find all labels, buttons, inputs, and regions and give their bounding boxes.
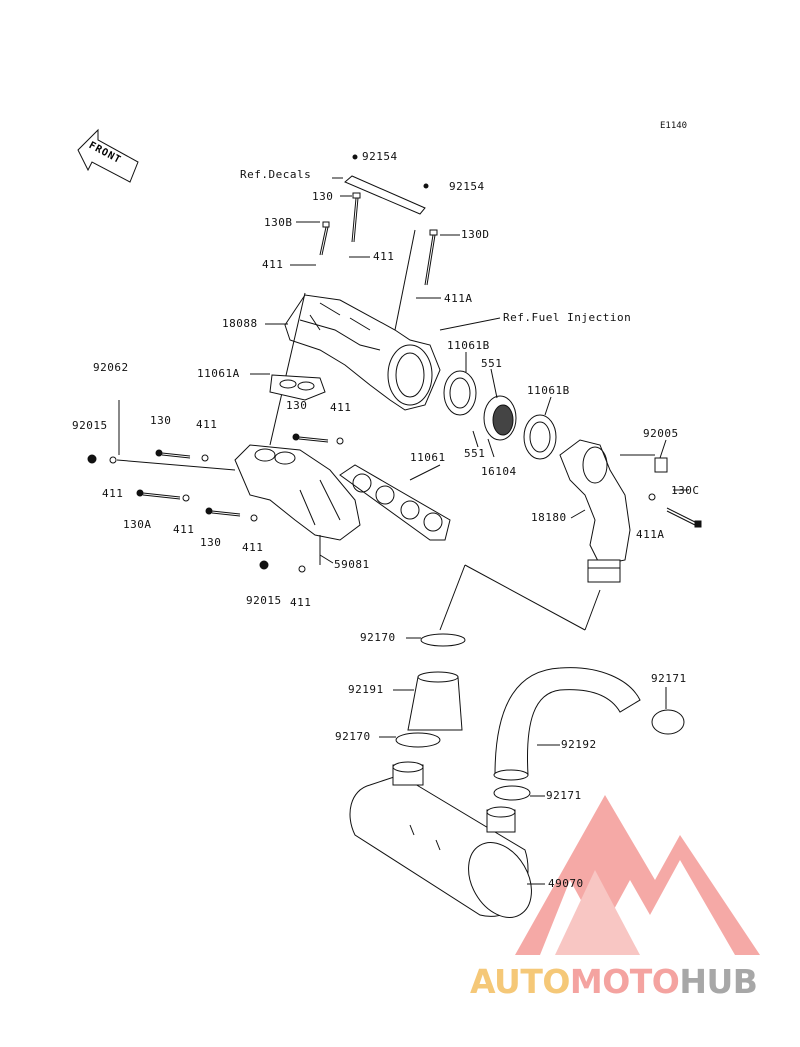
label-92171-a: 92171 <box>651 672 687 685</box>
label-92015-b: 92015 <box>246 594 282 607</box>
label-ref-fuel-injection[interactable]: Ref.Fuel Injection <box>503 311 632 324</box>
clamp-92171-right <box>651 709 685 735</box>
pipe-92192 <box>494 667 641 776</box>
label-551-bottom: 551 <box>464 447 486 460</box>
decal-strip <box>344 175 426 215</box>
gasket-11061b-left <box>443 370 477 416</box>
label-ref-decals[interactable]: Ref.Decals <box>240 168 312 181</box>
bolt-130-low <box>205 507 241 517</box>
label-411-left: 411 <box>102 487 124 500</box>
clamp-92170-top <box>420 633 466 647</box>
label-92015-a: 92015 <box>72 419 108 432</box>
label-130d: 130D <box>461 228 490 241</box>
label-411-a: 411 <box>262 258 284 271</box>
gasket-11061b-right <box>523 414 557 460</box>
label-411-z: 411 <box>290 596 312 609</box>
exhaust-manifold-59081 <box>234 444 361 541</box>
label-130-top: 130 <box>312 190 334 203</box>
filter-16104 <box>483 395 517 441</box>
watermark-logo-icon <box>515 795 760 955</box>
label-92191: 92191 <box>348 683 384 696</box>
label-411-mid: 411 <box>196 418 218 431</box>
label-130-mid: 130 <box>150 414 172 427</box>
label-411-b: 411 <box>373 250 395 263</box>
label-411a-2: 411A <box>636 528 665 541</box>
label-18088: 18088 <box>222 317 258 330</box>
label-92154-a: 92154 <box>362 150 398 163</box>
bolt-130b <box>319 221 330 256</box>
exhaust-elbow-18180 <box>559 439 631 583</box>
label-11061: 11061 <box>410 451 446 464</box>
bolt-130d <box>424 229 438 286</box>
label-411-right: 411 <box>330 401 352 414</box>
label-130-right: 130 <box>286 399 308 412</box>
diagram-code: E1140 <box>660 121 688 131</box>
label-92192: 92192 <box>561 738 597 751</box>
label-16104: 16104 <box>481 465 517 478</box>
label-49070: 49070 <box>548 877 584 890</box>
watermark-part-3: HUB <box>679 962 758 1001</box>
label-130-x: 130 <box>200 536 222 549</box>
bolt-130-mid <box>155 449 191 459</box>
bolt-130a <box>136 489 181 500</box>
bolt-130-right <box>292 433 329 443</box>
watermark-text: AUTOMOTOHUB <box>470 962 758 1001</box>
front-arrow-icon <box>77 128 139 183</box>
label-92005: 92005 <box>643 427 679 440</box>
label-18180: 18180 <box>531 511 567 524</box>
muffler-49070 <box>349 761 532 918</box>
label-92171-b: 92171 <box>546 789 582 802</box>
gasket-11061a <box>269 374 326 401</box>
label-130c: 130C <box>671 484 700 497</box>
label-92170-a: 92170 <box>360 631 396 644</box>
label-411-x: 411 <box>173 523 195 536</box>
watermark-part-1: AUTO <box>470 962 570 1001</box>
clamp-92171-low <box>493 785 531 801</box>
bolt-130-top <box>351 192 361 243</box>
label-11061b-top: 11061B <box>447 339 490 352</box>
gasket-11061 <box>339 464 451 541</box>
clamp-92170-bottom <box>395 732 441 748</box>
manifold-cover-18088 <box>284 294 441 411</box>
label-92154-b: 92154 <box>449 180 485 193</box>
label-92170-b: 92170 <box>335 730 371 743</box>
label-11061b-right: 11061B <box>527 384 570 397</box>
bolt-130c <box>666 507 702 528</box>
watermark-part-2: MOTO <box>569 962 680 1001</box>
label-551-top: 551 <box>481 357 503 370</box>
label-130b: 130B <box>264 216 293 229</box>
label-411a: 411A <box>444 292 473 305</box>
label-411-y: 411 <box>242 541 264 554</box>
label-92062: 92062 <box>93 361 129 374</box>
label-130a: 130A <box>123 518 152 531</box>
hose-92191 <box>407 671 463 731</box>
label-11061a: 11061A <box>197 367 240 380</box>
label-59081: 59081 <box>334 558 370 571</box>
